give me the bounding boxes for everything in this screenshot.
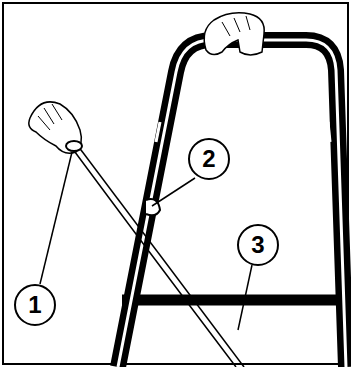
callout-number: 2 <box>188 138 230 180</box>
callout-number: 3 <box>237 224 279 266</box>
handle-highlight <box>118 40 346 367</box>
handle-tube <box>118 40 346 367</box>
cross-bar <box>122 295 346 306</box>
cable <box>78 146 244 367</box>
finger-lines <box>38 104 62 130</box>
grip-mark <box>328 122 330 142</box>
leader-line <box>238 265 252 330</box>
hand <box>29 102 81 153</box>
grip-mark <box>156 122 160 142</box>
cable <box>72 148 236 367</box>
leader-line <box>40 152 72 284</box>
callout-number: 1 <box>14 284 56 326</box>
hand <box>204 13 264 55</box>
leader-line <box>152 178 195 206</box>
finger-lines <box>222 16 250 36</box>
cable-loop <box>66 141 82 151</box>
